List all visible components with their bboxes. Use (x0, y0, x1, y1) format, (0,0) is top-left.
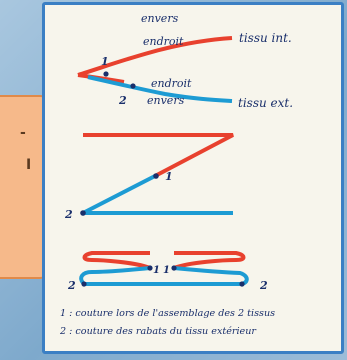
seam-point-1-zigzag (153, 173, 159, 179)
sketch-panel (42, 2, 344, 354)
blue-zigzag (82, 174, 233, 215)
marker-1a-diagram3: 1 (153, 265, 160, 276)
marker-2a-diagram3: 2 (67, 279, 76, 292)
label-envers-bottom: envers (147, 94, 185, 107)
side-mark-top: - (20, 125, 26, 141)
red-fabric-line (77, 36, 233, 77)
label-endroit-bottom: endroit (151, 77, 192, 90)
seam-point-2a-fold (81, 281, 87, 287)
seam-point-1 (103, 71, 109, 77)
label-tissu-int: tissu int. (239, 31, 292, 45)
seam-point-1a-fold (147, 265, 153, 271)
marker-1b-diagram3: 1 (163, 265, 170, 276)
red-fold-right (173, 251, 246, 270)
seam-point-2 (130, 83, 136, 89)
marker-1-diagram1: 1 (101, 55, 109, 68)
blue-fabric-line (87, 75, 233, 103)
red-zigzag (83, 133, 234, 178)
label-endroit-top: endroit (143, 35, 184, 48)
red-fold-left (82, 251, 151, 270)
legend-line-2: 2 : couture des rabats du tissu extérieu… (60, 326, 256, 337)
label-envers-top: envers (141, 12, 179, 25)
label-tissu-ext: tissu ext. (238, 96, 293, 110)
marker-1-diagram2: 1 (165, 170, 173, 183)
seam-point-1b-fold (171, 265, 177, 271)
marker-2-diagram1: 2 (118, 94, 127, 107)
side-mark-bottom: I (26, 157, 32, 173)
legend-line-1: 1 : couture lors de l'assemblage des 2 t… (60, 308, 276, 319)
marker-2b-diagram3: 2 (259, 279, 268, 292)
seam-point-2-zigzag (80, 210, 86, 216)
seam-point-2b-fold (239, 281, 245, 287)
marker-2-diagram2: 2 (64, 208, 73, 221)
